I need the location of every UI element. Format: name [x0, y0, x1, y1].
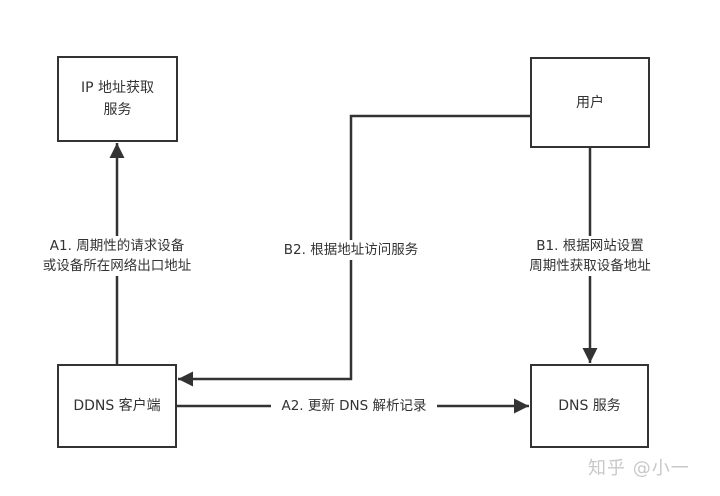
edge-a1-label-line-1: A1. 周期性的请求设备	[49, 238, 185, 254]
node-ip-service-line-1: IP 地址获取	[80, 80, 155, 96]
edge-b2-label-line-1: B2. 根据地址访问服务	[283, 242, 419, 258]
node-ddns-client-label: DDNS 客户端	[73, 398, 161, 414]
node-user: 用户	[530, 57, 650, 148]
watermark: 知乎 @小一	[588, 458, 690, 479]
edge-a2-label: A2. 更新 DNS 解析记录	[271, 396, 437, 416]
edge-b1-label-line-1: B1. 根据网站设置	[536, 238, 644, 254]
node-dns-service: DNS 服务	[530, 364, 649, 448]
edge-b1-label: B1. 根据网站设置 周期性获取设备地址	[510, 236, 670, 276]
node-dns-service-label: DNS 服务	[558, 398, 621, 414]
edge-a2-label-line-1: A2. 更新 DNS 解析记录	[281, 398, 427, 414]
edge-a1-label-line-2: 或设备所在网络出口地址	[42, 258, 192, 274]
node-ip-service-line-2: 服务	[103, 102, 132, 118]
node-user-label: 用户	[576, 94, 604, 111]
node-ip-service: IP 地址获取 服务	[57, 56, 178, 142]
edge-b1-label-line-2: 周期性获取设备地址	[529, 258, 651, 274]
edge-a1-label: A1. 周期性的请求设备 或设备所在网络出口地址	[30, 236, 204, 276]
edge-b2-label: B2. 根据地址访问服务	[275, 240, 427, 260]
node-ddns-client: DDNS 客户端	[57, 364, 177, 448]
